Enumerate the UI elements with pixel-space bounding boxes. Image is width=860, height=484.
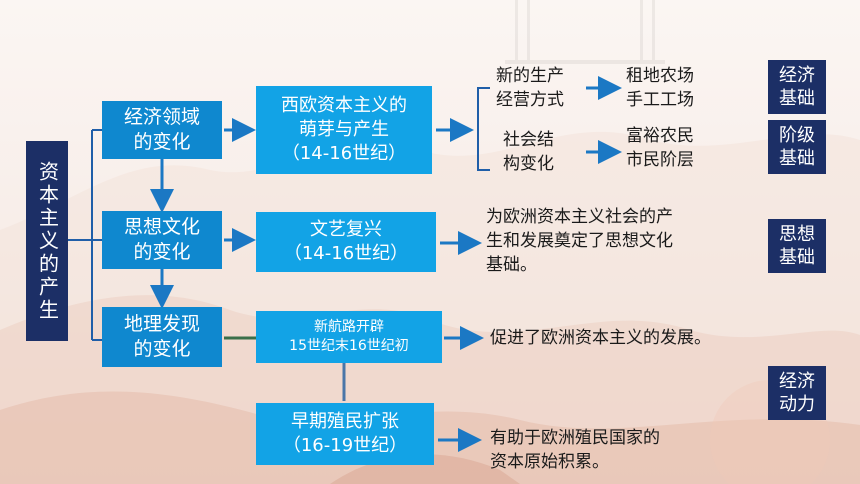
economic-field-line2: 的变化: [133, 131, 191, 153]
renaissance-significance-line3: 基础。: [486, 255, 537, 275]
renaissance-significance-line1: 为欧洲资本主义社会的产: [486, 207, 673, 227]
new-sea-routes-line2: 15世纪末16世纪初: [289, 338, 409, 354]
tag-ideological-foundation-line2: 基础: [779, 247, 815, 268]
new-sea-routes-box: 新航路开辟 15世纪末16世纪初: [256, 311, 442, 363]
production-mode-result-line2: 手工工场: [626, 90, 694, 110]
production-mode-line1: 新的生产: [496, 66, 564, 86]
new-sea-routes-line1: 新航路开辟: [314, 319, 384, 335]
tag-economic-driver-line1: 经济: [779, 371, 815, 392]
geographic-discovery-box: 地理发现 的变化: [102, 307, 222, 367]
renaissance-significance-line2: 生和发展奠定了思想文化: [486, 231, 673, 251]
social-structure-result: 富裕农民 市民阶层: [626, 124, 694, 172]
capitalism-emergence-line2: 萌芽与产生: [299, 119, 389, 140]
economic-field-box: 经济领域 的变化: [102, 101, 222, 159]
geographic-discovery-line1: 地理发现: [123, 313, 200, 335]
tag-economic-foundation: 经济 基础: [768, 60, 826, 114]
tag-class-foundation-line1: 阶级: [779, 125, 815, 146]
colonial-significance: 有助于欧洲殖民国家的 资本原始积累。: [490, 426, 660, 474]
production-mode-result-line1: 租地农场: [626, 66, 694, 86]
ideology-culture-line2: 的变化: [133, 241, 191, 263]
colonial-significance-line2: 资本原始积累。: [490, 452, 609, 472]
social-structure-label: 社会结 构变化: [503, 128, 554, 176]
tag-economic-foundation-line1: 经济: [779, 65, 815, 86]
sea-routes-significance: 促进了欧洲资本主义的发展。: [490, 326, 711, 350]
social-structure-result-line2: 市民阶层: [626, 150, 694, 170]
colonial-expansion-line1: 早期殖民扩张: [291, 411, 399, 432]
social-structure-line2: 构变化: [503, 154, 554, 174]
ideology-culture-line1: 思想文化: [123, 216, 200, 238]
tag-class-foundation-line2: 基础: [779, 148, 815, 169]
economic-field-line1: 经济领域: [123, 106, 200, 128]
social-structure-line1: 社会结: [503, 130, 554, 150]
renaissance-line1: 文艺复兴: [310, 219, 382, 240]
geographic-discovery-line2: 的变化: [133, 338, 191, 360]
root-label: 资本主义的产生: [35, 160, 60, 322]
renaissance-line2: （14-16世纪）: [283, 243, 409, 264]
colonial-significance-line1: 有助于欧洲殖民国家的: [490, 428, 660, 448]
colonial-expansion-line2: （16-19世纪）: [282, 435, 408, 456]
capitalism-emergence-line3: （14-16世纪）: [281, 143, 407, 164]
sea-routes-significance-text: 促进了欧洲资本主义的发展。: [490, 328, 711, 348]
tag-economic-driver: 经济 动力: [768, 366, 826, 420]
capitalism-emergence-line1: 西欧资本主义的: [281, 95, 407, 116]
production-mode-result: 租地农场 手工工场: [626, 64, 694, 112]
production-mode-line2: 经营方式: [496, 90, 564, 110]
tag-economic-foundation-line2: 基础: [779, 88, 815, 109]
tag-economic-driver-line2: 动力: [779, 394, 815, 415]
tag-ideological-foundation-line1: 思想: [779, 224, 815, 245]
renaissance-box: 文艺复兴 （14-16世纪）: [256, 212, 436, 272]
social-structure-result-line1: 富裕农民: [626, 126, 694, 146]
ideology-culture-box: 思想文化 的变化: [102, 211, 222, 269]
tag-class-foundation: 阶级 基础: [768, 120, 826, 174]
production-mode-label: 新的生产 经营方式: [496, 64, 564, 112]
capitalism-emergence-box: 西欧资本主义的 萌芽与产生 （14-16世纪）: [256, 86, 432, 174]
root-capitalism-origin: 资本主义的产生: [26, 141, 68, 341]
colonial-expansion-box: 早期殖民扩张 （16-19世纪）: [256, 403, 434, 465]
tag-ideological-foundation: 思想 基础: [768, 219, 826, 273]
renaissance-significance: 为欧洲资本主义社会的产 生和发展奠定了思想文化 基础。: [486, 205, 673, 277]
